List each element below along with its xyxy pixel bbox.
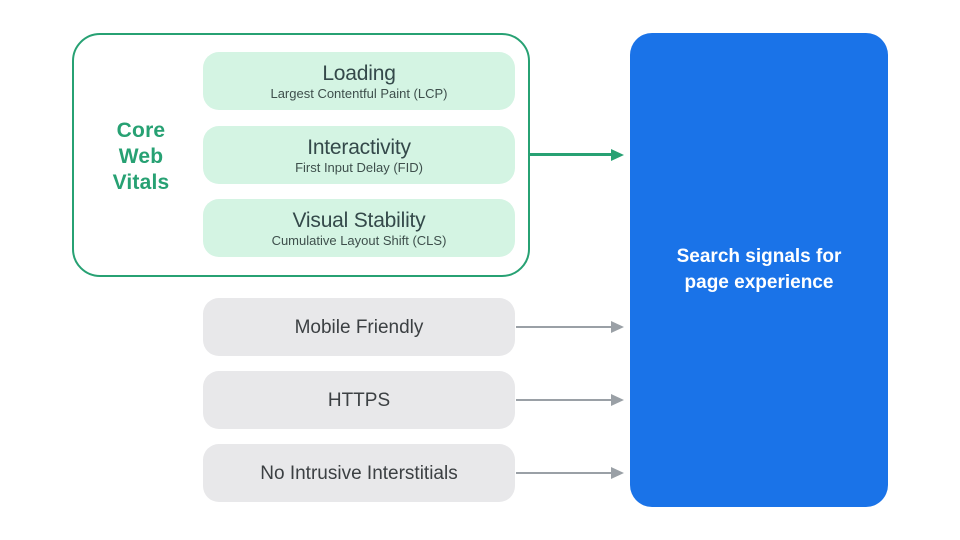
- metric-subtitle-lcp: Largest Contentful Paint (LCP): [270, 85, 448, 101]
- metric-subtitle-fid: First Input Delay (FID): [295, 159, 423, 175]
- arrow-head-icon: [611, 467, 624, 479]
- metric-title-interactivity: Interactivity: [307, 135, 411, 159]
- signal-label-mobile-friendly: Mobile Friendly: [294, 316, 424, 338]
- arrow-head-icon: [611, 148, 624, 161]
- signal-pill-mobile-friendly: Mobile Friendly: [203, 298, 515, 356]
- metric-subtitle-cls: Cumulative Layout Shift (CLS): [271, 232, 447, 248]
- arrow-head-icon: [611, 321, 624, 333]
- metric-title-loading: Loading: [322, 61, 396, 85]
- arrow-shaft: [516, 399, 612, 401]
- metric-title-visual-stability: Visual Stability: [292, 208, 426, 232]
- core-web-vitals-label: Core Web Vitals: [112, 119, 170, 194]
- signal-pill-https: HTTPS: [203, 371, 515, 429]
- signal-label-no-intrusive-interstitials: No Intrusive Interstitials: [260, 462, 458, 484]
- arrow-shaft: [516, 472, 612, 474]
- signal-label-https: HTTPS: [327, 389, 391, 411]
- metric-pill-loading: Loading Largest Contentful Paint (LCP): [203, 52, 515, 110]
- arrow-shaft: [516, 326, 612, 328]
- search-signals-result-box: Search signals for page experience: [630, 33, 888, 507]
- arrow-shaft: [530, 153, 612, 156]
- metric-pill-interactivity: Interactivity First Input Delay (FID): [203, 126, 515, 184]
- metric-pill-visual-stability: Visual Stability Cumulative Layout Shift…: [203, 199, 515, 257]
- search-signals-label: Search signals for page experience: [676, 246, 842, 293]
- signal-pill-no-intrusive-interstitials: No Intrusive Interstitials: [203, 444, 515, 502]
- arrow-head-icon: [611, 394, 624, 406]
